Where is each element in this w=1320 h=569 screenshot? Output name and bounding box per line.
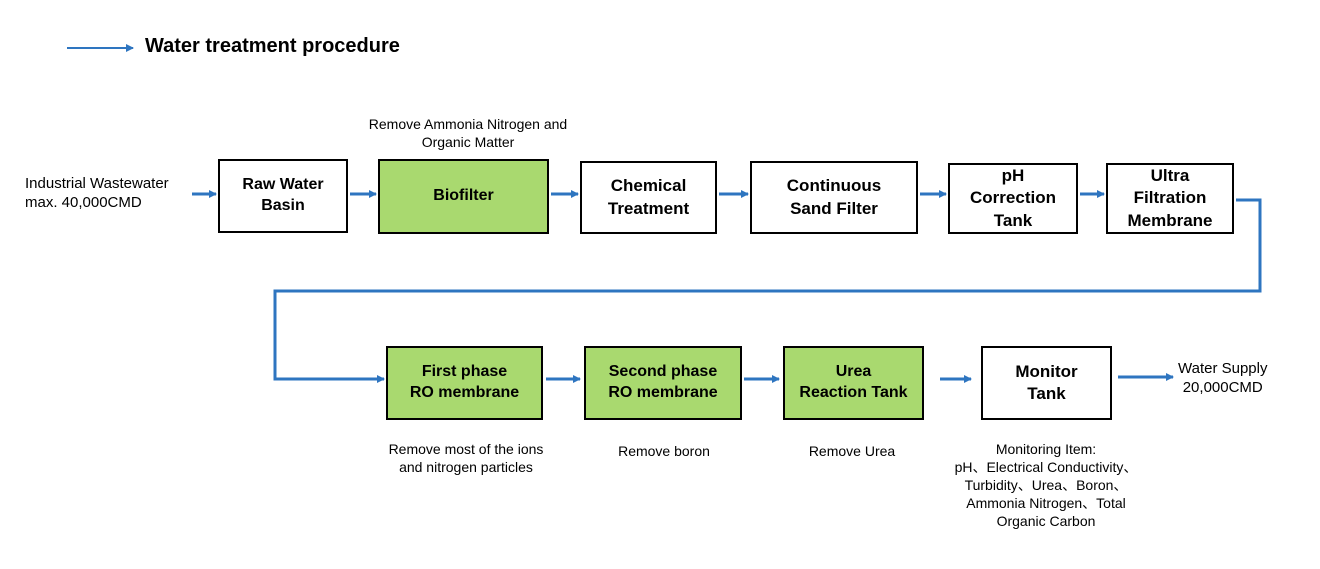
stage-monitor-tank: Monitor Tank xyxy=(981,346,1112,420)
note-urea-reaction: Remove Urea xyxy=(808,443,896,459)
note-first-phase-ro: Remove most of the ions and nitrogen par… xyxy=(388,441,544,475)
stage-raw-water-basin: Raw Water Basin xyxy=(218,159,348,233)
note-second-phase-ro: Remove boron xyxy=(618,443,710,459)
stage-ultra-filtration-membrane: Ultra Filtration Membrane xyxy=(1106,163,1234,234)
arrow-ultra-filtration-to-first-ro xyxy=(273,198,1262,383)
stage-continuous-sand-filter: Continuous Sand Filter xyxy=(750,161,918,234)
stage-chemical-treatment: Chemical Treatment xyxy=(580,161,717,234)
stage-biofilter: Biofilter xyxy=(378,159,549,234)
legend-title: Water treatment procedure xyxy=(145,35,400,57)
note-biofilter: Remove Ammonia Nitrogen and Organic Matt… xyxy=(368,116,568,150)
output-label: Water Supply 20,000CMD xyxy=(1178,360,1268,396)
input-label: Industrial Wastewater max. 40,000CMD xyxy=(25,175,169,211)
note-monitor: Monitoring Item: pH、Electrical Conductiv… xyxy=(954,441,1138,529)
stage-urea-reaction-tank: Urea Reaction Tank xyxy=(783,346,924,420)
stage-ph-correction-tank: pH Correction Tank xyxy=(948,163,1078,234)
stage-second-phase-ro: Second phase RO membrane xyxy=(584,346,742,420)
stage-first-phase-ro: First phase RO membrane xyxy=(386,346,543,420)
